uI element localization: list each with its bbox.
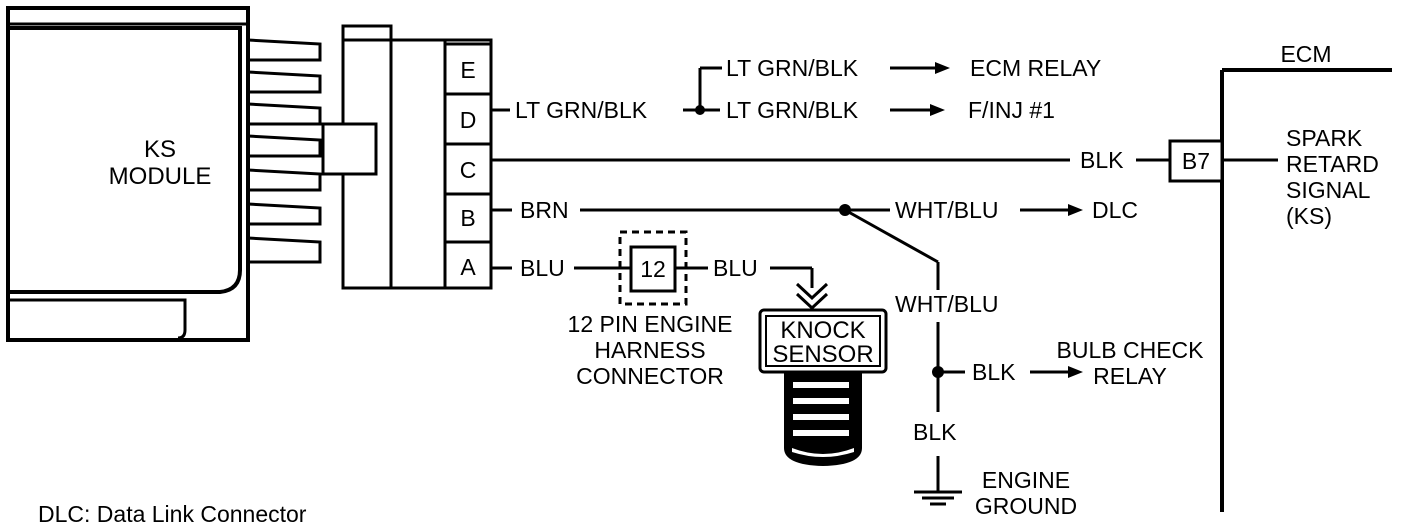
ecm: ECM B7 SPARK RETARD SIGNAL (KS) xyxy=(1168,41,1392,512)
wire-d-label: LT GRN/BLK xyxy=(515,97,648,123)
bulb-check-label-2: RELAY xyxy=(1093,363,1167,389)
ks-module-label-1: KS xyxy=(144,136,176,163)
wire-c: BLK xyxy=(491,147,1170,173)
knock-sensor-label-2: SENSOR xyxy=(772,341,873,368)
dlc-wire-label: WHT/BLU xyxy=(895,197,999,223)
drop-wire-label: WHT/BLU xyxy=(895,291,999,317)
ground-wire-label: BLK xyxy=(913,419,957,445)
ecm-signal-4: (KS) xyxy=(1286,203,1332,229)
ecm-relay-label: ECM RELAY xyxy=(970,55,1101,81)
wire-d: LT GRN/BLK LT GRN/BLK ECM RELAY LT GRN/B… xyxy=(491,55,1101,123)
injector-label: F/INJ #1 xyxy=(968,97,1055,123)
knock-sensor: KNOCK SENSOR xyxy=(758,308,888,466)
bulb-check-label-1: BULB CHECK xyxy=(1057,337,1205,363)
pin-cell-a xyxy=(443,240,493,290)
dlc-label: DLC xyxy=(1092,197,1138,223)
ks-module-base xyxy=(10,298,187,340)
ks-module-outline xyxy=(6,6,250,342)
wire-b-label: BRN xyxy=(520,197,569,223)
ks-module: KS MODULE xyxy=(6,6,322,342)
pin-cell-b xyxy=(443,192,493,244)
ecm-signal-1: SPARK xyxy=(1286,125,1363,151)
pin-label-a: A xyxy=(460,254,476,280)
wire-a: BLU 12 BLU 12 PIN ENGINE HARNESS CONNECT… xyxy=(491,230,829,389)
ks-module-pins xyxy=(247,38,322,264)
harness-pin-label: 12 xyxy=(640,256,666,282)
connector-latch xyxy=(321,122,378,176)
pin-cell-c xyxy=(443,142,493,196)
ecm-pin-label: B7 xyxy=(1182,148,1210,174)
pin-cells xyxy=(443,42,493,290)
ks-module-label-2: MODULE xyxy=(109,163,212,190)
ks-module-body xyxy=(10,26,242,294)
knock-sensor-label-1: KNOCK xyxy=(780,317,865,344)
wire-b: BRN WHT/BLU DLC WHT/BLU BLK BULB CHECK R… xyxy=(491,197,1204,492)
wire-c-label: BLK xyxy=(1080,147,1124,173)
bulb-wire-label: BLK xyxy=(972,359,1016,385)
inj-wire-label: LT GRN/BLK xyxy=(726,97,859,123)
pin-cell-d xyxy=(443,92,493,146)
pin-label-c: C xyxy=(460,157,477,183)
ground-label-2: GROUND xyxy=(975,493,1077,519)
pin-label-b: B xyxy=(460,205,475,231)
relay-wire-label: LT GRN/BLK xyxy=(726,55,859,81)
harness-label-1: 12 PIN ENGINE xyxy=(568,311,733,337)
ecm-signal-2: RETARD xyxy=(1286,151,1379,177)
harness-label-3: CONNECTOR xyxy=(576,363,724,389)
harness-label-2: HARNESS xyxy=(594,337,705,363)
wire-a-label: BLU xyxy=(520,255,565,281)
module-connector: E D C B A xyxy=(321,24,493,290)
ground-label-1: ENGINE xyxy=(982,467,1070,493)
ecm-signal-3: SIGNAL xyxy=(1286,177,1371,203)
footnote: DLC: Data Link Connector xyxy=(38,501,307,527)
pin-cell-e xyxy=(443,42,493,96)
ecm-label: ECM xyxy=(1280,41,1331,67)
pin-label-e: E xyxy=(460,57,475,83)
pin-label-d: D xyxy=(460,107,477,133)
wire-a2-label: BLU xyxy=(713,255,758,281)
ground-symbol: ENGINE GROUND xyxy=(914,467,1077,519)
